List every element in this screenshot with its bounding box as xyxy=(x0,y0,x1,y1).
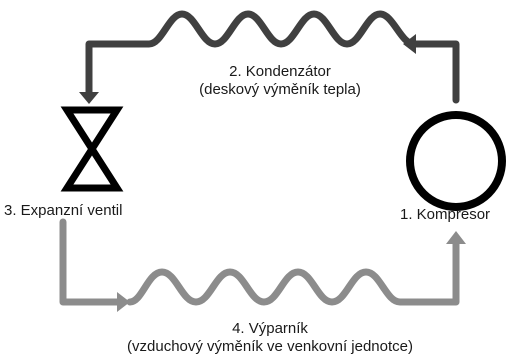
arrow-into-evaporator-icon xyxy=(117,292,130,312)
evaporator-pipe xyxy=(59,218,460,306)
arrow-into-condenser-icon xyxy=(403,34,416,54)
evaporator-label-subtitle: (vzduchový výměník ve venkovní jednotce) xyxy=(127,338,413,355)
compressor-to-condenser-pipe xyxy=(410,40,460,104)
expansion-valve-label: 3. Expanzní ventil xyxy=(4,202,123,219)
evaporator-coil-icon xyxy=(126,268,422,306)
valve-to-evaporator-pipe xyxy=(59,218,122,306)
condenser-pipe xyxy=(85,10,460,104)
arrow-into-valve-icon xyxy=(79,92,99,104)
condenser-label: 2. Kondenzátor (deskový výměník tepla) xyxy=(150,63,410,99)
evaporator-label-title: 4. Výparník xyxy=(232,320,308,337)
evaporator-to-compressor-pipe xyxy=(414,240,460,306)
condenser-to-valve-pipe xyxy=(85,40,138,102)
compressor-icon xyxy=(406,111,506,211)
condenser-label-subtitle: (deskový výměník tepla) xyxy=(199,81,361,98)
compressor-label: 1. Kompresor xyxy=(400,206,491,223)
arrow-into-compressor-icon xyxy=(446,231,466,244)
evaporator-label: 4. Výparník (vzduchový výměník ve venkov… xyxy=(100,320,440,356)
condenser-label-title: 2. Kondenzátor xyxy=(229,63,331,80)
condenser-coil-icon xyxy=(130,10,418,48)
expansion-valve-icon xyxy=(60,106,124,192)
